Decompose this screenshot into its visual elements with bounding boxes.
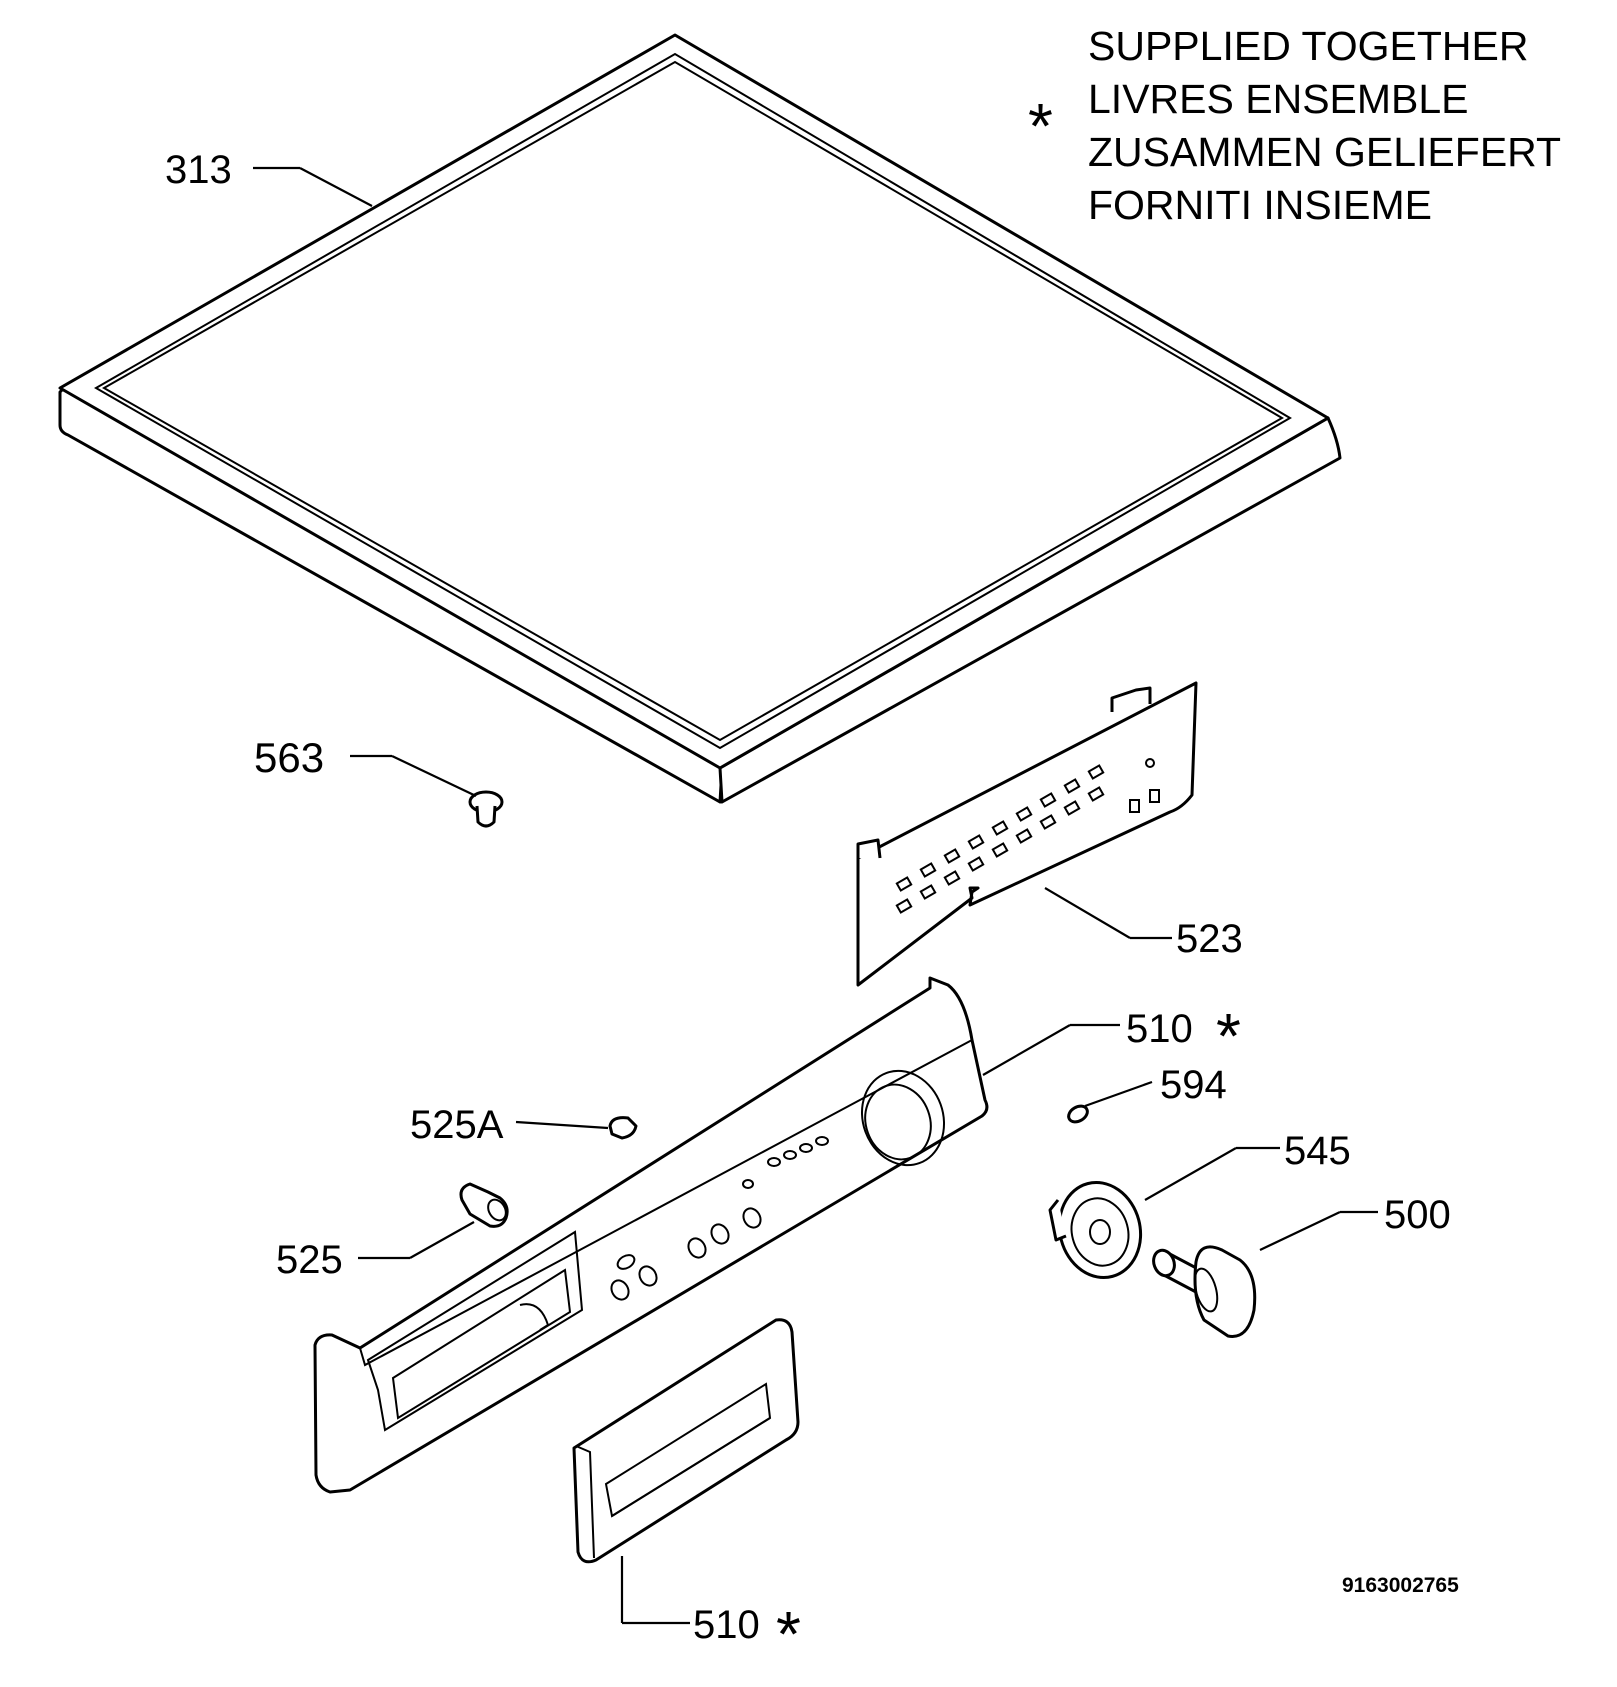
callout-525A: 525A: [410, 1103, 504, 1147]
control-panel-part-510: [313, 976, 989, 1494]
document-number: 9163002765: [1342, 1574, 1459, 1597]
legend-line-de: ZUSAMMEN GELIEFERT: [1088, 129, 1561, 175]
callout-563: 563: [254, 734, 324, 781]
supplied-together-mark-drawer: *: [776, 1598, 801, 1670]
legend-line-en: SUPPLIED TOGETHER: [1088, 23, 1529, 69]
small-part-525: [459, 1182, 509, 1228]
callout-510-panel: 510: [1126, 1007, 1193, 1051]
legend-line-it: FORNITI INSIEME: [1088, 182, 1432, 228]
control-board-part-523: [856, 681, 1198, 987]
supplied-together-legend: * SUPPLIED TOGETHER LIVRES ENSEMBLE ZUSA…: [1028, 23, 1561, 228]
callout-545: 545: [1284, 1129, 1351, 1173]
small-part-594: [1067, 1104, 1089, 1124]
supplied-together-mark-panel: *: [1216, 1000, 1241, 1072]
callout-594: 594: [1160, 1063, 1227, 1107]
potentiometer-part-545: [1048, 1180, 1143, 1280]
knob-part-500: [1152, 1245, 1257, 1338]
callout-510-drawer: 510: [693, 1603, 760, 1647]
worktop-part-313: [58, 33, 1342, 804]
callout-500: 500: [1384, 1193, 1451, 1237]
callout-313: 313: [165, 148, 232, 192]
screw-part-563: [468, 790, 504, 828]
legend-line-fr: LIVRES ENSEMBLE: [1088, 76, 1469, 122]
legend-asterisk: *: [1028, 90, 1053, 162]
callout-523: 523: [1176, 917, 1243, 961]
drawer-handle-part-510: [572, 1318, 800, 1564]
small-part-525A: [608, 1116, 638, 1140]
callout-525: 525: [276, 1238, 343, 1282]
